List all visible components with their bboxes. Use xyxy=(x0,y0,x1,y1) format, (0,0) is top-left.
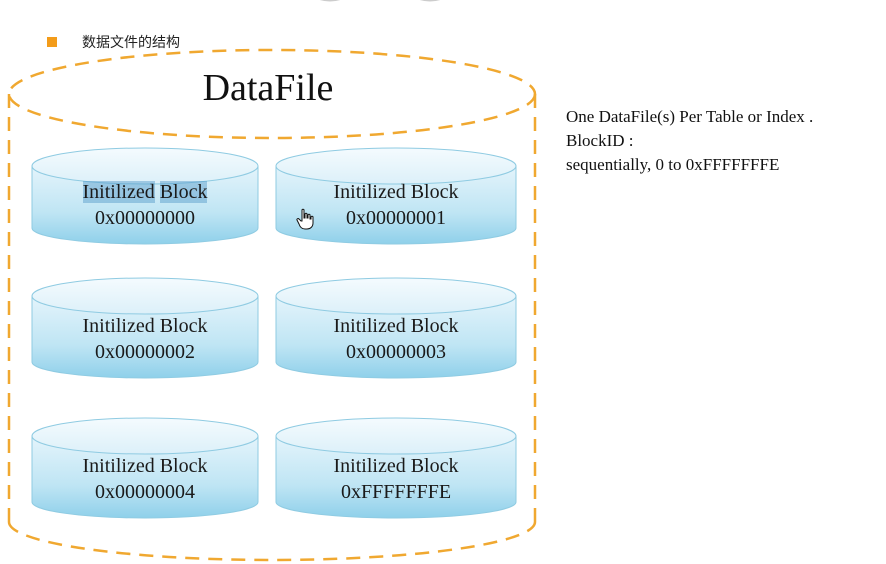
block-id: 0x00000001 xyxy=(346,207,446,229)
info-line: BlockID : xyxy=(566,131,634,150)
block-cylinder xyxy=(275,417,517,519)
info-text: One DataFile(s) Per Table or Index . Blo… xyxy=(566,105,813,177)
info-line: sequentially, 0 to 0xFFFFFFFE xyxy=(566,155,780,174)
block-cylinder xyxy=(31,147,259,245)
block-name: Initilized Block xyxy=(82,315,208,337)
block-cylinder xyxy=(31,417,259,519)
block-label-5: Initilized Block 0xFFFFFFFE xyxy=(281,453,511,505)
block-label-4: Initilized Block 0x00000004 xyxy=(30,453,260,505)
datafile-title: DataFile xyxy=(202,67,334,109)
block-label-3: Initilized Block 0x00000003 xyxy=(281,313,511,365)
hand-pointer-icon xyxy=(296,208,314,230)
block-cylinder xyxy=(31,277,259,379)
block-name: Initilized Block xyxy=(82,455,208,477)
block-cylinder xyxy=(275,147,517,245)
block-id: 0x00000003 xyxy=(346,341,446,363)
datafile-container xyxy=(7,48,537,562)
block-cylinder xyxy=(275,277,517,379)
text-highlight: Initilized xyxy=(82,181,155,203)
info-line: One DataFile(s) Per Table or Index . xyxy=(566,107,814,126)
block-id: 0x00000000 xyxy=(95,207,195,229)
block-label-2: Initilized Block 0x00000002 xyxy=(30,313,260,365)
block-label-0: Initilized Block 0x00000000 xyxy=(30,179,260,231)
block-name: Initilized Block xyxy=(333,181,459,203)
block-name: Initilized Block xyxy=(333,455,459,477)
square-bullet-icon xyxy=(47,37,57,47)
block-name: Initilized Block xyxy=(333,315,459,337)
block-name: Initilized Block xyxy=(30,179,260,205)
text-highlight: Block xyxy=(159,181,208,203)
block-id: 0x00000004 xyxy=(95,481,195,503)
bullet-heading: 数据文件的结构 xyxy=(82,35,180,51)
block-label-1: Initilized Block 0x00000001 xyxy=(281,179,511,231)
block-id: 0x00000002 xyxy=(95,341,195,363)
block-id: 0xFFFFFFFE xyxy=(340,481,452,503)
